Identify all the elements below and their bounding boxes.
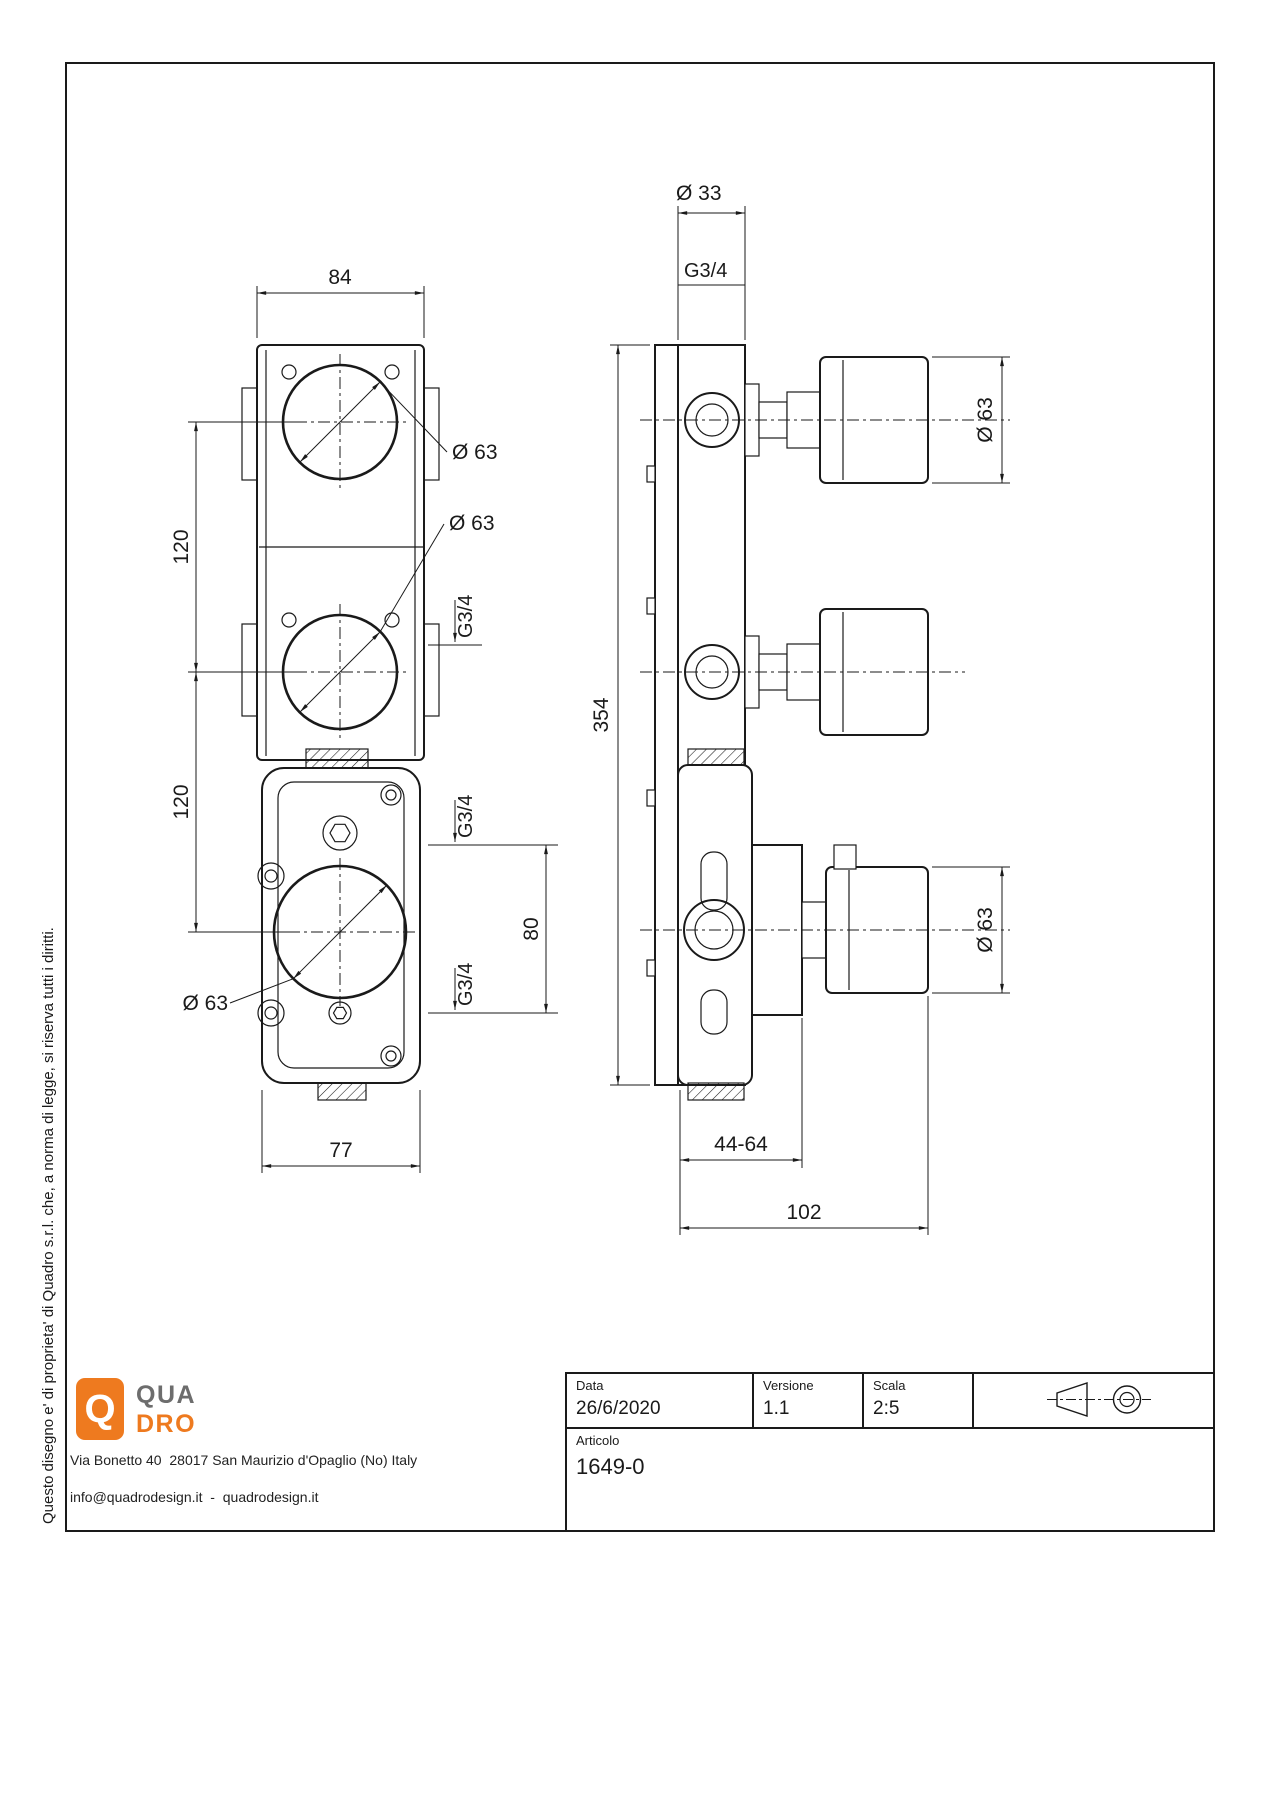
- logo-line2: DRO: [136, 1410, 197, 1438]
- front-view-dimensions: 84 120 120 Ø 63 Ø 63 Ø 63 G3/4 G3/4: [170, 266, 558, 1173]
- version-cell: Versione 1.1: [752, 1374, 862, 1427]
- article-label: Articolo: [576, 1433, 620, 1448]
- side-lower-block: [677, 764, 753, 1086]
- first-angle-projection-icon: [1046, 1381, 1151, 1417]
- date-value: 26/6/2020: [576, 1398, 661, 1419]
- title-block: Data 26/6/2020 Versione 1.1 Scala 2:5 Ar…: [565, 1372, 1215, 1532]
- drawing-frame: [65, 62, 1215, 1532]
- thread-g34-top: G3/4: [684, 260, 727, 282]
- scale-label: Scala: [873, 1378, 906, 1393]
- version-label: Versione: [763, 1378, 814, 1393]
- cartridge-cap: [322, 815, 358, 851]
- screw-hole: [384, 612, 400, 628]
- gasket-hatch-top: [305, 748, 369, 769]
- dim-120-lower: 120: [170, 784, 193, 819]
- thread-g34-1: G3/4: [455, 595, 477, 638]
- screw-hole: [281, 364, 297, 380]
- date-cell: Data 26/6/2020: [567, 1374, 752, 1427]
- screw-hole: [380, 784, 402, 806]
- article-cell: Articolo 1649-0: [567, 1429, 1215, 1480]
- version-value: 1.1: [763, 1398, 790, 1419]
- logo-wordmark: QUA DRO: [136, 1381, 196, 1439]
- dia-33: Ø 33: [676, 182, 722, 205]
- screw-hole: [384, 364, 400, 380]
- front-tab-mid-left: [241, 623, 258, 717]
- gasket-hatch-bottom: [317, 1082, 367, 1101]
- dim-44-64: 44-64: [714, 1133, 768, 1156]
- scale-cell: Scala 2:5: [862, 1374, 972, 1427]
- dia-63-mid: Ø 63: [449, 512, 495, 535]
- screw-hole: [380, 1045, 402, 1067]
- hex-bolt: [329, 823, 351, 843]
- knob-button: [833, 844, 857, 870]
- side-view: [640, 344, 1010, 1101]
- side-wall-plate: [654, 344, 679, 1086]
- dia-63-knob-bottom: Ø 63: [974, 907, 997, 953]
- screw-hole: [281, 612, 297, 628]
- scale-value: 2:5: [873, 1398, 900, 1419]
- projection-symbol-cell: [972, 1374, 1215, 1427]
- logo-line1: QUA: [136, 1381, 197, 1409]
- washer-screw: [257, 862, 285, 890]
- dim-77: 77: [329, 1139, 352, 1162]
- logo-q-letter: Q: [84, 1386, 116, 1431]
- dia-63-top: Ø 63: [452, 441, 498, 464]
- side-view-dimensions: Ø 33 G3/4 354 Ø 63 Ø 63 44-64 102: [590, 182, 1010, 1235]
- front-lower-body: [261, 767, 421, 1084]
- thread-g34-2: G3/4: [455, 795, 477, 838]
- article-value: 1649-0: [576, 1454, 645, 1479]
- dim-354: 354: [590, 697, 613, 732]
- company-contact: info@quadrodesign.it - quadrodesign.it: [70, 1489, 319, 1505]
- front-tab-top-right: [423, 387, 440, 481]
- dim-80: 80: [520, 917, 543, 940]
- front-tab-top-left: [241, 387, 258, 481]
- dim-84: 84: [328, 266, 352, 289]
- gasket-hatch: [687, 1082, 745, 1101]
- quadro-logo-icon: Q: [76, 1378, 124, 1440]
- date-label: Data: [576, 1378, 604, 1393]
- dia-63-knob-top: Ø 63: [974, 397, 997, 443]
- front-tab-mid-right: [423, 623, 440, 717]
- dim-102: 102: [786, 1201, 821, 1224]
- dim-120-upper: 120: [170, 529, 193, 564]
- dia-63-bottom: Ø 63: [182, 992, 228, 1015]
- company-address: Via Bonetto 40 28017 San Maurizio d'Opag…: [70, 1452, 418, 1468]
- thread-g34-3: G3/4: [455, 963, 477, 1006]
- washer-screw: [257, 999, 285, 1027]
